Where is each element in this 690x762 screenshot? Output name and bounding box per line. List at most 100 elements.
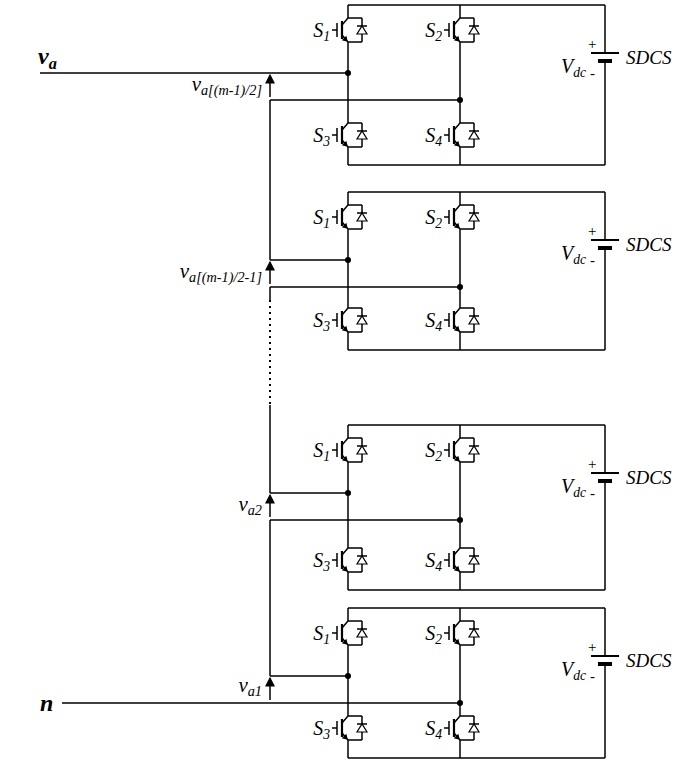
wire (361, 123, 363, 131)
wire (269, 520, 271, 676)
wire (604, 664, 606, 758)
emitter-arrow (343, 327, 347, 331)
diode-symbol (357, 724, 367, 732)
wire (348, 191, 605, 193)
wire (348, 715, 362, 717)
wire (348, 757, 605, 759)
wire (454, 222, 460, 229)
wire (460, 437, 474, 439)
source-name: SDCS (626, 235, 671, 254)
wire (444, 559, 449, 561)
wire (347, 192, 349, 205)
wire (454, 325, 460, 332)
wire (361, 564, 363, 572)
wire (444, 727, 449, 729)
switch-label: S3 (313, 310, 330, 330)
wire (357, 130, 367, 132)
source-voltage: Vdc (561, 56, 586, 76)
wire (361, 438, 363, 446)
wire (361, 324, 363, 332)
wire (348, 620, 362, 622)
wire (473, 205, 475, 213)
wire (460, 307, 474, 309)
wire (598, 246, 612, 250)
wire (459, 572, 461, 590)
wire (444, 134, 449, 136)
wire (332, 29, 337, 31)
wire (591, 239, 619, 241)
cell-voltage: va[(m-1)/2-1] (180, 261, 262, 282)
wire (469, 723, 479, 725)
wire (348, 424, 605, 426)
wire (459, 462, 461, 548)
wire (598, 662, 612, 666)
cell-voltage: va1 (238, 675, 262, 696)
wire (332, 559, 337, 561)
wire (348, 307, 362, 309)
wire (454, 565, 460, 572)
wire (460, 461, 474, 463)
diode-symbol (357, 629, 367, 637)
emitter-arrow (455, 327, 459, 331)
wire (454, 438, 460, 445)
switch-label: S1 (313, 20, 330, 40)
wire (454, 455, 460, 462)
wire (591, 52, 619, 54)
wire (454, 18, 460, 25)
polarity-mark: + (588, 640, 596, 655)
wire (348, 644, 362, 646)
wire (454, 308, 460, 315)
wire (473, 732, 475, 740)
wire (361, 308, 363, 316)
junction-dot (457, 284, 463, 290)
wire (460, 571, 474, 573)
wire (473, 564, 475, 572)
wire (361, 139, 363, 147)
wire (342, 222, 348, 229)
emitter-arrow (343, 735, 347, 739)
wire (444, 449, 449, 451)
wire (469, 555, 479, 557)
wire (357, 25, 367, 27)
polarity-mark: - (590, 66, 595, 81)
neutral-terminal: n (40, 691, 53, 715)
source-name: SDCS (626, 48, 671, 67)
wire (460, 547, 474, 549)
wire (604, 248, 606, 350)
wire (348, 164, 605, 166)
wire (591, 472, 619, 474)
wire (361, 548, 363, 556)
wire (361, 716, 363, 724)
wire (604, 192, 606, 240)
wire (357, 555, 367, 557)
wire (342, 18, 348, 25)
wire (342, 565, 348, 572)
cell-voltage: va2 (238, 494, 262, 515)
switch-label: S3 (313, 550, 330, 570)
wire (473, 548, 475, 556)
switch-label: S1 (313, 623, 330, 643)
wire (460, 620, 474, 622)
diode-symbol (469, 556, 479, 564)
diode-symbol (357, 446, 367, 454)
switch-label: S4 (425, 718, 442, 738)
wire (473, 18, 475, 26)
switch-label: S2 (425, 440, 442, 460)
switch-label: S2 (425, 207, 442, 227)
wire (269, 287, 271, 300)
wire (469, 628, 479, 630)
wire (473, 637, 475, 645)
wire (469, 25, 479, 27)
wire (342, 548, 348, 555)
wire (348, 349, 605, 351)
wire (347, 645, 349, 716)
wire (459, 332, 461, 350)
wire (454, 638, 460, 645)
switch-label: S4 (425, 310, 442, 330)
wire (270, 286, 460, 288)
diode-symbol (469, 316, 479, 324)
wire (332, 134, 337, 136)
source-name: SDCS (626, 651, 671, 670)
